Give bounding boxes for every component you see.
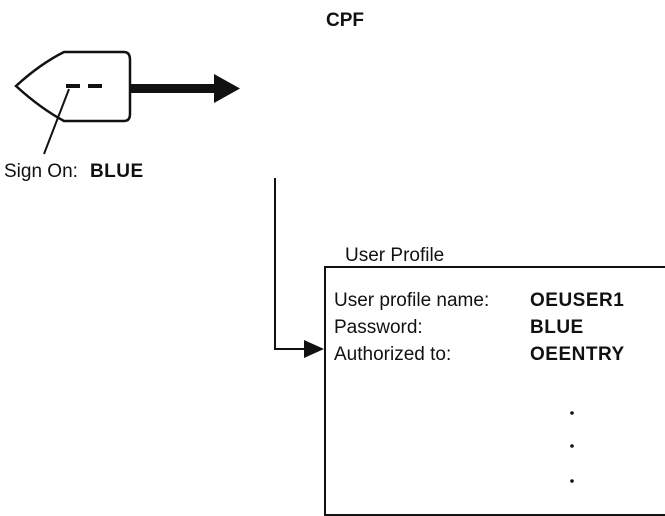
profile-field-value: BLUE <box>530 317 584 338</box>
signon-caption: Sign On: BLUE <box>4 161 144 183</box>
continuation-dot-3 <box>570 479 574 483</box>
connector-arrow-head <box>304 340 324 358</box>
display-station-icon <box>14 50 132 123</box>
diagram-canvas <box>14 50 574 483</box>
profile-field-value: OEUSER1 <box>530 290 625 311</box>
profile-field-label: User profile name: <box>334 290 490 311</box>
continuation-dot-2 <box>570 444 574 448</box>
cpf-label: CPF <box>326 10 364 31</box>
thick-arrow-shaft <box>130 84 216 93</box>
user-profile-title: User Profile <box>345 245 445 266</box>
profile-field-value: OEENTRY <box>530 344 625 365</box>
signon-pointer-line <box>43 88 70 155</box>
thick-arrow-head <box>214 74 240 103</box>
continuation-dot-1 <box>570 411 574 415</box>
profile-field-label: Authorized to: <box>334 344 452 365</box>
signon-label: Sign On: <box>4 161 78 182</box>
profile-field-label: Password: <box>334 317 423 338</box>
signon-value: BLUE <box>89 161 144 182</box>
